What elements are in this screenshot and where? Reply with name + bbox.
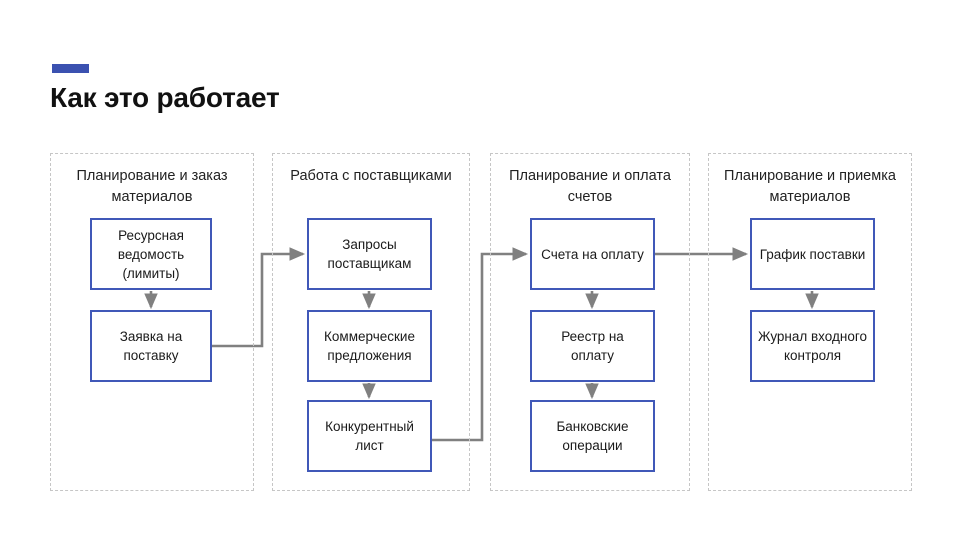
box-competitive-list[interactable]: Конкурентный лист	[307, 400, 432, 472]
box-label: Заявка на поставку	[119, 329, 183, 363]
group-planning-and-ordering: Планирование и заказ материалов	[50, 153, 254, 491]
box-commercial-offers[interactable]: Коммерческие предложения	[307, 310, 432, 382]
box-label: Конкурентный лист	[325, 419, 414, 453]
box-label: Запросы поставщикам	[327, 237, 412, 271]
box-supplier-requests[interactable]: Запросы поставщикам	[307, 218, 432, 290]
box-label: Журнал входного контроля	[758, 329, 867, 363]
box-payment-registry[interactable]: Реестр на оплату	[530, 310, 655, 382]
box-label: Банковские операции	[556, 419, 629, 453]
group-title: Планирование и заказ материалов	[76, 168, 228, 205]
box-bank-operations[interactable]: Банковские операции	[530, 400, 655, 472]
group-title: Планирование и оплата счетов	[509, 168, 671, 205]
group-planning-and-acceptance: Планирование и приемка материалов	[708, 153, 912, 491]
box-invoices[interactable]: Счета на оплату	[530, 218, 655, 290]
accent-bar	[52, 64, 89, 73]
box-resource-sheet[interactable]: Ресурсная ведомость (лимиты)	[90, 218, 212, 290]
group-work-with-suppliers: Работа с поставщиками	[272, 153, 470, 491]
box-label: Реестр на оплату	[561, 329, 624, 363]
box-label: График поставки	[759, 246, 866, 262]
group-title: Планирование и приемка материалов	[724, 168, 896, 205]
box-inspection-log[interactable]: Журнал входного контроля	[750, 310, 875, 382]
box-label: Счета на оплату	[541, 246, 644, 262]
group-title: Работа с поставщиками	[290, 168, 452, 184]
group-planning-and-payment: Планирование и оплата счетов	[490, 153, 690, 491]
box-supply-request[interactable]: Заявка на поставку	[90, 310, 212, 382]
page-title: Как это работает	[50, 82, 280, 113]
box-label: Ресурсная ведомость (лимиты)	[117, 227, 185, 281]
box-label: Коммерческие предложения	[324, 329, 415, 363]
box-delivery-schedule[interactable]: График поставки	[750, 218, 875, 290]
